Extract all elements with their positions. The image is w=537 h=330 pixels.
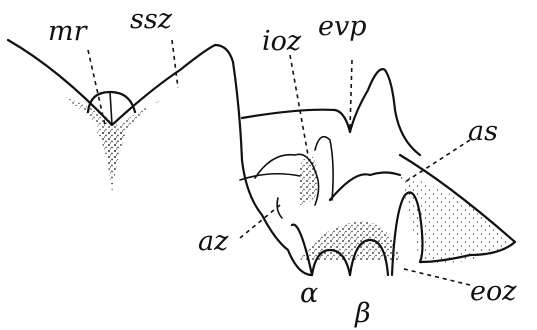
label-beta: β [354,298,371,329]
label-as: as [468,116,498,147]
label-mr: mr [48,16,89,47]
central-crest [240,69,420,205]
label-ssz: ssz [130,4,173,35]
label-az: az [198,226,229,257]
label-alpha: α [300,278,318,309]
label-evp: evp [318,11,367,42]
label-ioz: ioz [262,26,302,57]
label-eoz: eoz [470,276,517,307]
left-ridge [8,40,312,275]
